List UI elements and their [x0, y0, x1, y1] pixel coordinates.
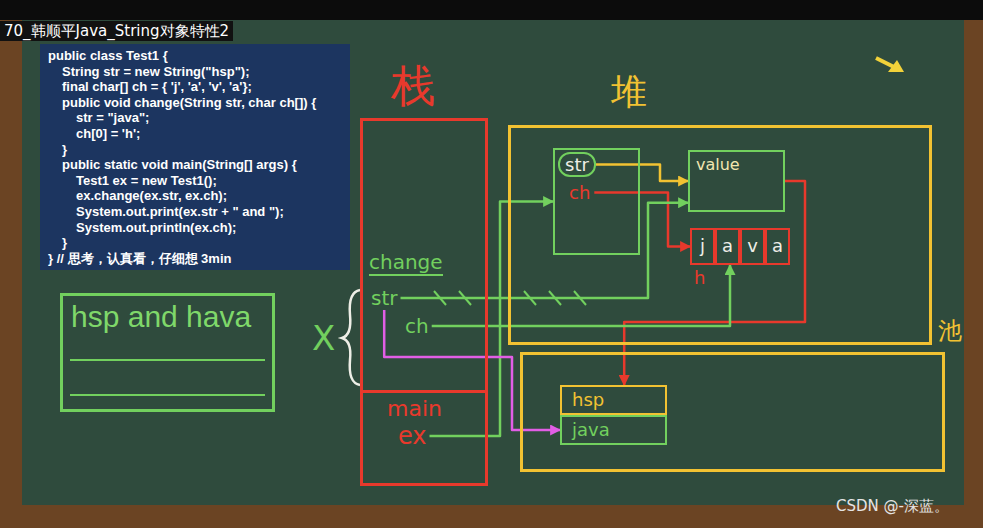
variable-name: ch: [405, 314, 429, 338]
variable-name: ex: [398, 422, 427, 450]
heap-region: 堆strchvaluejava: [508, 125, 932, 345]
string-value: java: [572, 417, 665, 443]
variable-name: str: [371, 286, 397, 310]
stack-frame: change strch: [363, 250, 485, 386]
board: [22, 20, 964, 505]
pool-string: java: [560, 415, 667, 445]
variable-slot: ex: [395, 422, 430, 450]
reference-arrow: [432, 265, 730, 326]
video-bar: [0, 0, 983, 20]
code-line: System.out.print(ex.str + " and ");: [48, 204, 342, 220]
code-line: }: [48, 235, 342, 251]
region-heading: 池: [938, 315, 962, 347]
code-line: } // 思考，认真看，仔细想 3min: [48, 251, 342, 267]
array-cell: a: [715, 228, 740, 265]
char-array: java: [690, 228, 790, 265]
field-name: value: [696, 155, 777, 174]
reference-arrow: [596, 165, 688, 182]
field-name: ch: [569, 182, 590, 203]
field-slot: str: [558, 152, 596, 177]
array-cell: a: [765, 228, 790, 265]
overwrite-char: h: [694, 267, 705, 288]
object-box: str ch: [553, 148, 640, 255]
array-cell: v: [740, 228, 765, 265]
code-line: ch[0] = 'h';: [48, 126, 342, 142]
constant-pool: 池hspjava: [520, 352, 945, 472]
code-line: final char[] ch = { 'j', 'a', 'v', 'a'};: [48, 79, 342, 95]
code-line: System.out.println(ex.ch);: [48, 220, 342, 236]
code-line: public void change(String str, char ch[]…: [48, 95, 342, 111]
region-heading: 栈: [391, 57, 435, 116]
variable-slot: ch: [402, 314, 432, 338]
code-line: }: [48, 142, 342, 158]
code-line: ex.change(ex.str, ex.ch);: [48, 188, 342, 204]
answer-line: [70, 359, 265, 361]
reference-arrow: [430, 202, 554, 437]
frame-name: main: [387, 396, 442, 421]
watermark: CSDN @-深蓝。: [836, 497, 949, 516]
video-title: 70_韩顺平Java_String对象特性2: [0, 21, 233, 41]
array-cell: j: [690, 228, 715, 265]
variable-slot: str: [368, 286, 400, 310]
answer-line: [70, 394, 265, 396]
code-line: String str = new String("hsp");: [48, 64, 342, 80]
answer-box: hsp and hava: [60, 293, 275, 412]
region-heading: 堆: [611, 68, 647, 117]
code-line: public static void main(String[] args) {: [48, 157, 342, 173]
frame-name: change: [369, 250, 443, 276]
wrong-mark: X: [312, 318, 335, 358]
code-line: public class Test1 {: [48, 48, 342, 64]
brace: [342, 290, 360, 385]
answer-text: hsp and hava: [71, 300, 264, 334]
string-value: hsp: [572, 387, 665, 413]
field-slot: ch: [565, 182, 594, 203]
stack-region: 栈changestrchmainex: [360, 118, 488, 486]
pointer-arrow-head: [888, 60, 904, 72]
reference-arrow: [384, 310, 560, 430]
pool-string: hsp: [560, 385, 667, 415]
reference-arrow: [594, 193, 690, 247]
reference-arrow: [401, 203, 689, 298]
code-panel: public class Test1 {String str = new Str…: [40, 44, 350, 270]
code-line: Test1 ex = new Test1();: [48, 173, 342, 189]
field-name: str: [565, 154, 589, 175]
string-object: value: [688, 150, 785, 212]
code-line: str = "java";: [48, 110, 342, 126]
stack-frame: mainex: [363, 390, 485, 483]
